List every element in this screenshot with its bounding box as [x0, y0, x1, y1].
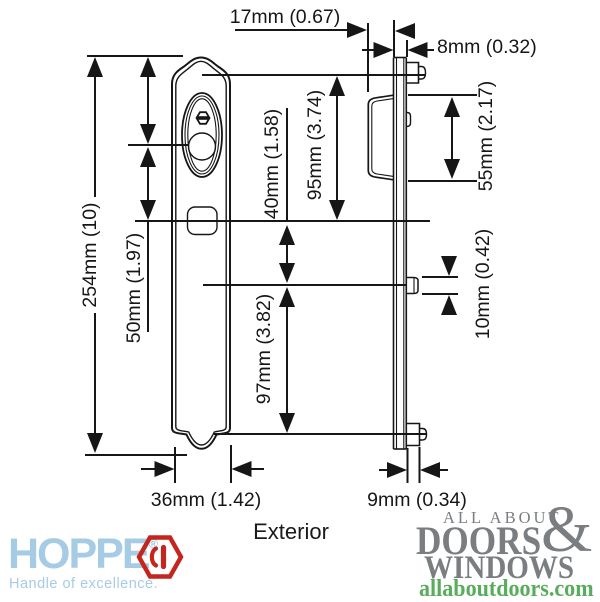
top-screw-cap	[406, 61, 427, 84]
lower-pin	[406, 276, 419, 295]
arrowhead-down	[279, 413, 295, 433]
arrowhead-right	[373, 42, 394, 58]
registered-trademark-icon: ®	[148, 536, 159, 551]
keyway-hex	[195, 111, 211, 125]
arrowhead-down	[87, 433, 103, 453]
arrowhead-left	[231, 461, 252, 477]
knob-side-profile	[367, 94, 394, 181]
arrowhead-up	[441, 295, 457, 315]
escutcheon-oval-mid	[184, 95, 220, 175]
retailer-windows: WINDOWS	[424, 550, 575, 586]
hexagon-outline	[136, 535, 184, 579]
plate-outline-outer	[171, 56, 231, 450]
arrowhead-up	[444, 97, 460, 117]
dim-label-17mm: 17mm (0.67)	[230, 6, 341, 28]
hoppe-tagline: Handle of excellence.	[9, 576, 159, 592]
side-view-profile	[367, 56, 428, 450]
dim-label-10mm: 10mm (0.42)	[472, 229, 494, 340]
dim-plate-thickness: 8mm (0.32)	[362, 36, 537, 58]
arrowhead-down	[441, 256, 457, 276]
dim-label-50mm: 50mm (1.97)	[123, 233, 145, 344]
knob-outline-inner	[371, 98, 394, 177]
dim-handle-to-pin: 40mm (1.58)	[261, 108, 295, 283]
plate-outline-inner	[175, 60, 227, 446]
dim-pin-to-bottom: 97mm (3.82)	[253, 287, 295, 433]
view-label: Exterior	[253, 519, 329, 544]
dim-pin-height: 10mm (0.42)	[441, 229, 494, 340]
front-view-plate	[171, 56, 231, 450]
dim-label-254mm: 254mm (10)	[79, 202, 101, 307]
arrowhead-right	[347, 22, 367, 38]
cylinder-tab	[406, 111, 412, 128]
dim-label-40mm: 40mm (1.58)	[261, 109, 283, 220]
retailer-all-about: ALL ABOUT	[443, 508, 562, 527]
hoppe-hexagon-logo-icon	[136, 535, 184, 579]
knob-outline	[367, 94, 394, 181]
dim-overall-length: 254mm (10)	[79, 57, 103, 453]
arrowhead-up	[279, 287, 295, 307]
dim-label-55mm: 55mm (2.17)	[475, 81, 497, 192]
reference-lines	[85, 20, 477, 483]
dim-label-8mm: 8mm (0.32)	[437, 36, 537, 58]
arrowhead-down	[140, 124, 156, 144]
arrowhead-down	[140, 200, 156, 220]
dim-cap-projection: 9mm (0.34)	[367, 462, 467, 511]
retailer-doors: DOORS	[416, 518, 542, 563]
dim-cylinder-to-handle: 50mm (1.97)	[123, 147, 156, 343]
hoppe-wordmark-text: HOPPE	[8, 530, 151, 578]
arrowhead-left	[420, 462, 440, 478]
arrowhead-up	[140, 57, 156, 77]
top-cap-nub	[418, 65, 427, 80]
dim-top-to-cylinder	[140, 57, 156, 144]
dim-knob-height: 55mm (2.17)	[444, 81, 497, 192]
dim-plate-width: 36mm (1.42)	[141, 461, 264, 511]
arrowhead-down	[279, 263, 295, 283]
arrowhead-right	[387, 462, 407, 478]
dim-label-95mm: 95mm (3.74)	[304, 90, 326, 201]
dim-label-9mm: 9mm (0.34)	[367, 489, 467, 511]
cylinder-hole	[187, 132, 217, 161]
arrowhead-left	[407, 42, 428, 58]
escutcheon-oval-inner	[187, 98, 217, 172]
arrowhead-down	[329, 200, 345, 220]
escutcheon-oval-outer	[181, 92, 223, 178]
hoppe-logo-wordmark: HOPPE®	[8, 533, 158, 576]
arrowhead-right	[154, 461, 175, 477]
dim-knob-projection: 17mm (0.67)	[230, 6, 415, 39]
dim-top-to-handle: 95mm (3.74)	[304, 76, 345, 220]
keyway-hex-outline	[195, 111, 211, 125]
pin-outline	[406, 276, 419, 295]
arrowhead-up	[140, 147, 156, 167]
handle-lever-mark	[149, 546, 159, 568]
retailer-ampersand: &	[541, 493, 593, 566]
arrowhead-up	[87, 57, 103, 77]
arrowhead-left	[395, 23, 415, 39]
dim-label-97mm: 97mm (3.82)	[253, 294, 275, 405]
retailer-url[interactable]: allaboutdoors.com	[419, 575, 594, 602]
arrowhead-down	[444, 159, 460, 179]
arrowhead-up	[329, 76, 345, 96]
top-cap-body	[406, 61, 420, 84]
dim-label-36mm: 36mm (1.42)	[151, 489, 262, 511]
arrowhead-up	[279, 225, 295, 245]
